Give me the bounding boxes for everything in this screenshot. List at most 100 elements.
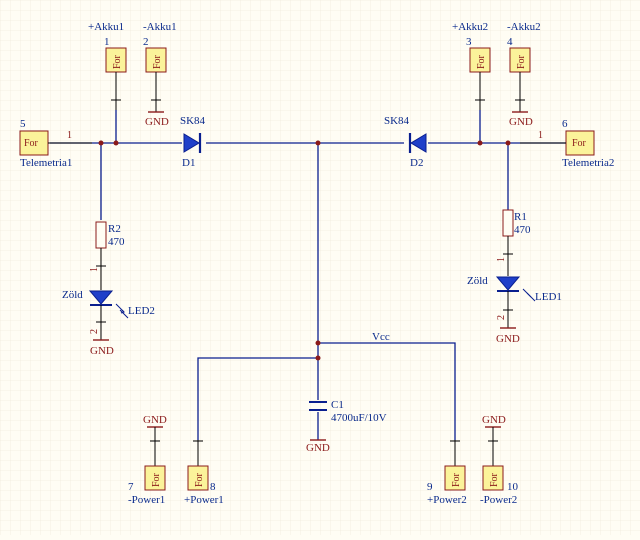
connector-text: For (152, 54, 163, 69)
junction-dot (315, 355, 321, 361)
connector-telemetria2[interactable]: 6 For 1 Telemetria2 (520, 118, 614, 169)
diode-value: SK84 (384, 115, 410, 127)
led-led1[interactable]: 1 Zöld LED1 2 GND (467, 257, 562, 345)
cap-value: 4700uF/10V (331, 412, 387, 424)
junction-dot (477, 140, 483, 146)
resistor-value: 470 (514, 224, 531, 236)
connector-power1-minus[interactable]: GND 7 For -Power1 (128, 414, 167, 506)
net-label: +Power2 (427, 494, 467, 506)
connector-akku2-plus[interactable]: +Akku2 3 For (452, 21, 491, 110)
led-ref: LED1 (535, 291, 562, 303)
gnd-label: GND (509, 116, 533, 128)
pin-number: 9 (427, 481, 433, 493)
led-pin-number: 2 (496, 315, 507, 320)
resistor-r1[interactable]: R1 470 (502, 209, 531, 276)
diode-ref: D1 (182, 157, 195, 169)
connector-body (144, 465, 166, 491)
connector-power2-minus[interactable]: GND For 10 -Power2 (480, 414, 519, 506)
connector-text: For (489, 472, 500, 487)
junction-dot (315, 340, 321, 346)
pin-number: 10 (507, 481, 519, 493)
junction-dot (98, 140, 104, 146)
pin-number: 8 (210, 481, 216, 493)
net-label: +Power1 (184, 494, 224, 506)
led-pin-number: 1 (496, 257, 507, 262)
junctions (98, 140, 511, 361)
junction-dot (315, 140, 321, 146)
connector-text: For (516, 54, 527, 69)
net-label: +Akku1 (88, 21, 124, 33)
gnd-label: GND (496, 333, 520, 345)
led-value: Zöld (467, 275, 488, 287)
connector-body (187, 465, 209, 491)
connector-akku2-minus[interactable]: -Akku2 4 For GND (507, 21, 541, 128)
connector-akku1-minus[interactable]: -Akku1 2 For GND (143, 21, 177, 128)
connector-power2-plus[interactable]: 9 For +Power2 (427, 440, 467, 506)
led-value: Zöld (62, 289, 83, 301)
pin-index: 1 (538, 130, 543, 141)
led-ref: LED2 (128, 305, 155, 317)
diode-triangle (410, 133, 427, 153)
led-pin-number: 2 (89, 329, 100, 334)
net-label: +Akku2 (452, 21, 488, 33)
gnd-label: GND (482, 414, 506, 426)
resistor-body (502, 209, 514, 237)
net-label: -Akku2 (507, 21, 541, 33)
gnd-label: GND (143, 414, 167, 426)
led-triangle (88, 290, 114, 305)
connector-body (565, 130, 595, 156)
led-pin-number: 1 (89, 267, 100, 272)
connector-body (444, 465, 466, 491)
connector-power1-plus[interactable]: For 8 +Power1 (184, 440, 224, 506)
pin-number: 2 (143, 36, 149, 48)
led-arrow (526, 292, 536, 302)
connector-text: For (112, 54, 123, 69)
resistor-ref: R1 (514, 211, 527, 223)
pin-number: 7 (128, 481, 134, 493)
pin-number: 6 (562, 118, 568, 130)
connector-body (482, 465, 504, 491)
pin-number: 4 (507, 36, 513, 48)
gnd-label: GND (145, 116, 169, 128)
resistor-body (95, 221, 107, 249)
vcc-label: Vcc (372, 331, 390, 343)
led-led2[interactable]: 1 Zöld LED2 2 GND (62, 267, 155, 357)
diode-value: SK84 (180, 115, 206, 127)
led-triangle (495, 276, 521, 291)
gnd-label: GND (306, 442, 330, 454)
cap-ref: C1 (331, 399, 344, 411)
connector-text: For (24, 138, 39, 149)
pin-index: 1 (67, 130, 72, 141)
capacitor-c1[interactable]: C1 4700uF/10V GND (306, 399, 387, 454)
resistor-ref: R2 (108, 223, 121, 235)
net-label: Telemetria2 (562, 157, 614, 169)
net-label: -Power1 (128, 494, 165, 506)
net-label: -Power2 (480, 494, 517, 506)
resistor-value: 470 (108, 236, 125, 248)
wire-vcc-left (197, 357, 318, 440)
gnd-label: GND (90, 345, 114, 357)
wire-vcc-right (318, 342, 456, 440)
junction-dot (505, 140, 511, 146)
connector-text: For (572, 138, 587, 149)
diode-triangle (183, 133, 200, 153)
pin-number: 5 (20, 118, 26, 130)
wires (50, 110, 566, 440)
connector-akku1-plus[interactable]: +Akku1 1 For (88, 21, 127, 110)
pin-number: 3 (466, 36, 472, 48)
connector-telemetria1[interactable]: 5 For 1 Telemetria1 (19, 118, 92, 169)
net-label: Telemetria1 (20, 157, 72, 169)
led-arrow (119, 309, 129, 319)
connector-text: For (476, 54, 487, 69)
resistor-r2[interactable]: R2 470 (95, 221, 125, 290)
pin-number: 1 (104, 36, 110, 48)
connector-text: For (194, 472, 205, 487)
diode-d2[interactable]: SK84 D2 (384, 115, 427, 169)
net-label: -Akku1 (143, 21, 177, 33)
connector-text: For (451, 472, 462, 487)
diode-ref: D2 (410, 157, 423, 169)
diode-d1[interactable]: SK84 D1 (180, 115, 206, 169)
